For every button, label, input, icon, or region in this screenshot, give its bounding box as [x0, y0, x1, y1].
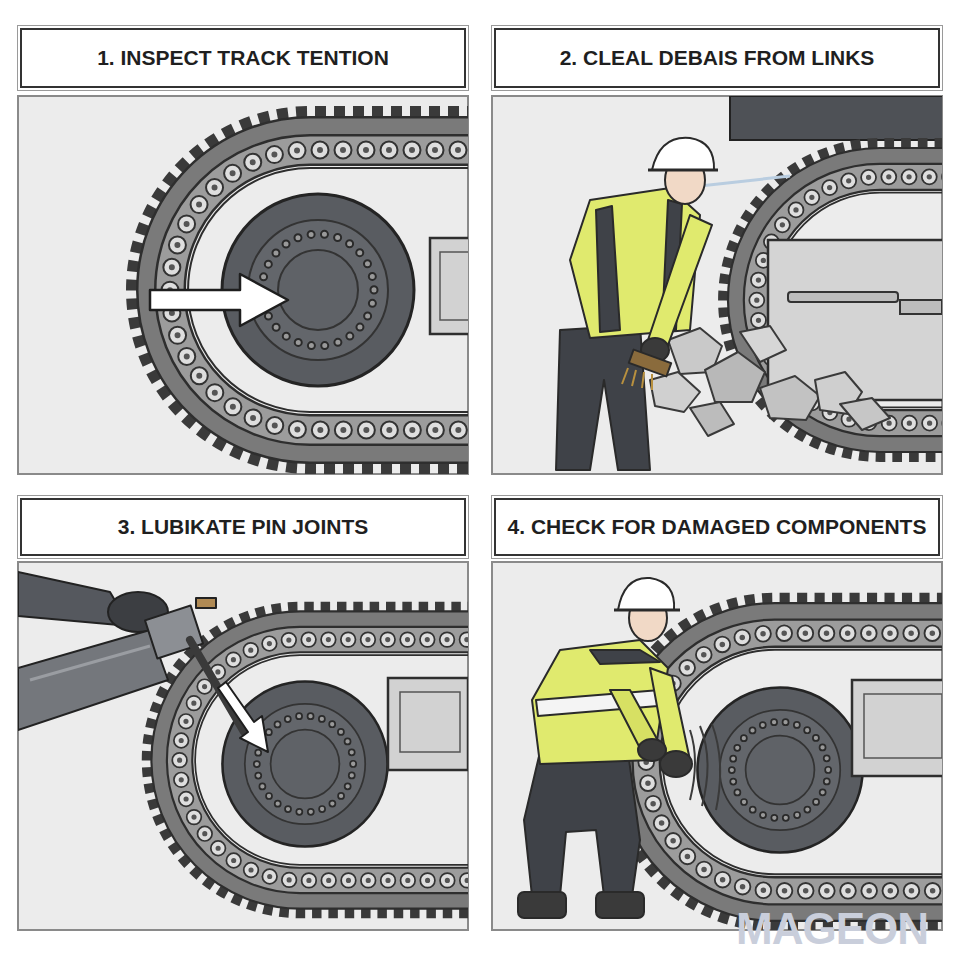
- worker-boot: [518, 892, 566, 918]
- step-heading: 1. INSPECT TRACK TENTION: [97, 46, 389, 70]
- worker-strap: [590, 650, 660, 664]
- worker-strap: [596, 206, 620, 332]
- hardhat: [652, 138, 714, 170]
- pointer-arrow: [218, 682, 268, 752]
- idler-wheel: [697, 687, 862, 852]
- step-heading-box: 4. CHECK FOR DAMAGED COMPONENTS: [494, 498, 940, 556]
- frame-bracket: [430, 238, 468, 334]
- gun-nozzle-tip: [196, 598, 216, 608]
- frame-bracket: [388, 678, 468, 770]
- panel-illustration: [518, 578, 942, 926]
- panel-illustration: [18, 572, 468, 913]
- machine-body: [730, 96, 942, 140]
- brush-bristles: [622, 368, 652, 390]
- frame-handle: [900, 300, 942, 314]
- worker-pants: [524, 752, 640, 896]
- gun-nozzle: [190, 640, 244, 732]
- debris-rocks: [650, 326, 890, 436]
- hardhat-brim: [648, 169, 718, 172]
- frame-bracket: [864, 694, 942, 758]
- frame-bracket: [400, 692, 460, 752]
- grease-cylinder: [18, 630, 168, 730]
- step-heading-box: 2. CLEAL DEBAIS FROM LINKS: [494, 28, 940, 88]
- pointer-arrow: [150, 274, 288, 326]
- worker-shirt: [532, 640, 668, 764]
- rock: [705, 352, 765, 402]
- hardhat-brim: [614, 609, 680, 612]
- rock: [740, 326, 786, 362]
- worker-boot: [596, 892, 644, 918]
- track-chain: [147, 607, 468, 913]
- frame-handle: [788, 292, 898, 302]
- hardhat: [618, 578, 674, 610]
- frame-bracket: [852, 680, 942, 776]
- step-heading-box: 3. LUBIKATE PIN JOINTS: [20, 498, 466, 556]
- panel-illustration: [556, 96, 942, 470]
- frame-bracket: [440, 252, 468, 320]
- rock: [760, 376, 820, 420]
- watermark: MAGEON: [736, 904, 928, 954]
- track-chain: [611, 598, 942, 926]
- step-heading-box: 1. INSPECT TRACK TENTION: [20, 28, 466, 88]
- spray-line: [700, 176, 790, 186]
- worker-glove: [638, 739, 666, 761]
- worker-figure: [518, 578, 692, 918]
- panel-illustration: [132, 112, 468, 468]
- idler-wheel: [222, 681, 387, 846]
- step-heading: 4. CHECK FOR DAMAGED COMPONENTS: [508, 515, 927, 539]
- step-heading: 3. LUBIKATE PIN JOINTS: [118, 515, 368, 539]
- track-chain: [723, 143, 942, 456]
- step-heading: 2. CLEAL DEBAIS FROM LINKS: [560, 46, 875, 70]
- rock: [840, 398, 890, 430]
- rock: [690, 402, 734, 436]
- worker-overalls: [556, 325, 650, 470]
- grease-gun: [18, 572, 244, 732]
- rock: [650, 372, 700, 412]
- worker-figure: [556, 138, 718, 470]
- track-chain: [132, 112, 468, 468]
- inspection-marks: [690, 724, 720, 810]
- cylinder-highlight: [30, 646, 150, 680]
- worker-arm: [648, 215, 712, 345]
